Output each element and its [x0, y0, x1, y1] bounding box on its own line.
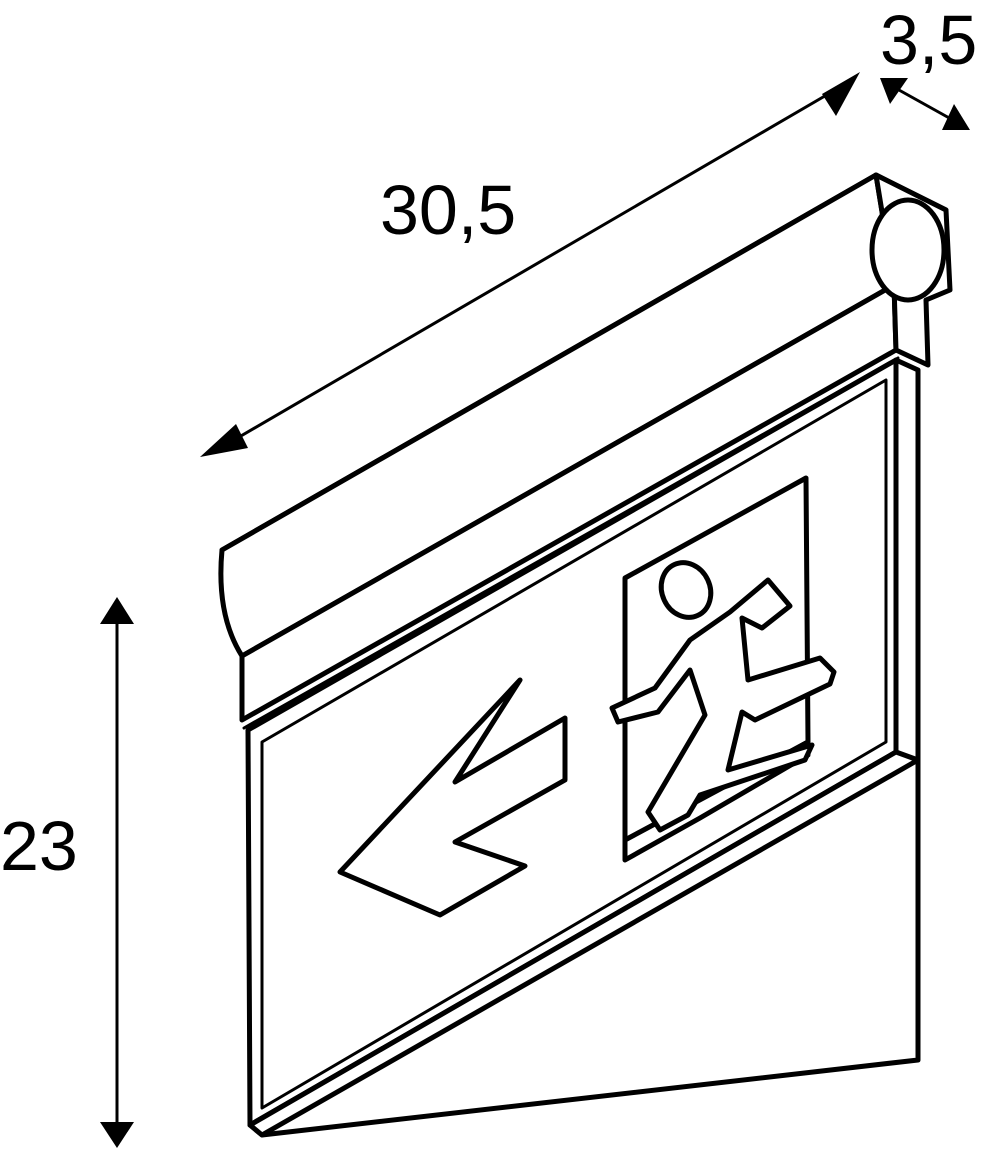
width-dimension-line	[221, 84, 843, 449]
height-dimension-label: 23	[0, 807, 78, 885]
panel-bottom-edge	[247, 749, 921, 1138]
housing-edge-line	[240, 348, 898, 722]
depth-dimension-label: 3,5	[880, 1, 977, 79]
runner-body	[609, 577, 837, 833]
end-cap-round-knob	[869, 197, 947, 303]
width-dimension: 30,5	[200, 72, 860, 457]
panel-inner-frame	[260, 378, 888, 1110]
width-arrowhead-left	[200, 424, 248, 457]
width-arrowhead-right	[822, 72, 860, 116]
height-arrowhead-top	[100, 597, 134, 624]
depth-arrowhead-top	[880, 78, 908, 104]
depth-arrowhead-bottom	[942, 104, 970, 130]
arrow-left-down-icon	[337, 677, 568, 918]
width-dimension-label: 30,5	[380, 171, 516, 249]
height-dimension: 23	[0, 597, 134, 1148]
depth-dimension: 3,5	[880, 1, 977, 130]
runner-head	[658, 560, 714, 620]
running-man-exit-icon	[609, 475, 837, 863]
height-arrowhead-bottom	[100, 1122, 134, 1148]
